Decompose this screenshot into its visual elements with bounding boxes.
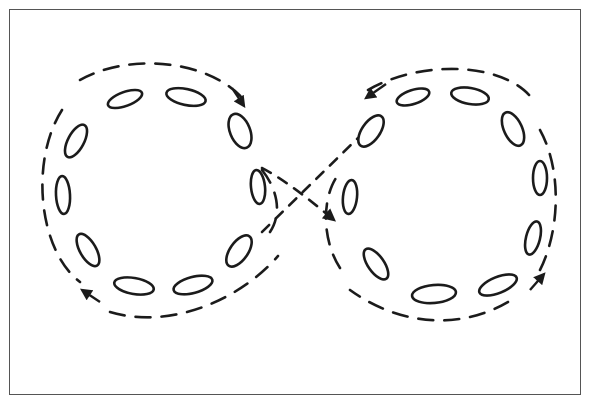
cell	[224, 111, 256, 152]
direction-arrow-icon	[232, 88, 244, 106]
cell	[359, 245, 393, 284]
cell	[411, 283, 456, 305]
cell	[55, 176, 71, 215]
right-loop-outer-path-top	[368, 69, 530, 96]
left-loop	[42, 63, 278, 317]
direction-arrow-icon	[82, 290, 100, 302]
cell	[172, 272, 215, 298]
cell	[497, 109, 529, 149]
right-loop-outer-path-right	[540, 130, 556, 270]
right-loop-outer-path-left	[326, 178, 340, 268]
cell	[522, 220, 544, 256]
cell	[450, 85, 490, 107]
left-loop-outer-path	[80, 63, 244, 100]
cell	[60, 121, 91, 160]
right-loop	[326, 69, 556, 320]
cell	[221, 231, 256, 271]
cell	[165, 85, 207, 109]
cell	[353, 111, 388, 151]
cell	[106, 86, 145, 111]
direction-arrow-icon	[530, 274, 544, 290]
crossing-path-down	[262, 168, 334, 220]
cell	[72, 230, 104, 269]
cell	[476, 270, 519, 300]
cell	[113, 275, 155, 298]
cell	[395, 85, 432, 109]
cell	[341, 179, 358, 214]
cell	[533, 161, 547, 195]
